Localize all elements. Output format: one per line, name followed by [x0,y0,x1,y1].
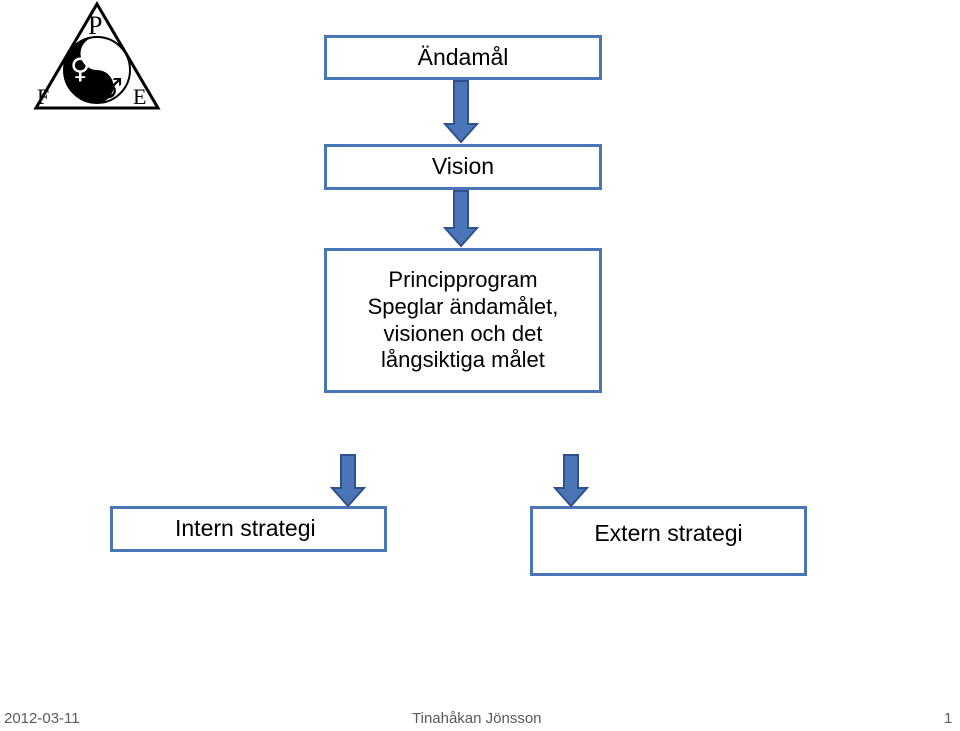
intern-strategy-box: Intern strategi [110,506,387,552]
program-line-2: Speglar ändamålet, [367,293,559,319]
logo-letter-f: F [37,84,49,109]
vision-box: Vision [324,144,602,190]
program-text: Principprogram Speglar ändamålet, vision… [368,267,559,374]
pfe-logo: P F E ♀ ♂ [33,1,161,110]
footer-page-number: 1 [944,710,953,727]
arrow-to-extern-icon [553,454,589,508]
logo-letter-p: P [88,11,102,40]
program-line-3: visionen och det [383,320,543,346]
arrow-vision-to-program-icon [443,190,479,248]
footer-date: 2012-03-11 [4,710,80,727]
program-line-1: Principprogram [388,266,538,292]
extern-strategy-label: Extern strategi [594,520,743,546]
extern-strategy-box: Extern strategi [530,506,807,576]
male-symbol-icon: ♂ [98,72,123,105]
vision-label: Vision [431,153,495,180]
arrow-to-intern-icon [330,454,366,508]
purpose-label: Ändamål [417,43,509,70]
intern-strategy-label: Intern strategi [175,515,316,542]
program-line-4: långsiktiga målet [381,347,545,373]
arrow-purpose-to-vision-icon [443,80,479,144]
female-symbol-icon: ♀ [70,52,91,85]
footer-author: Tinahåkan Jönsson [412,710,542,727]
program-box: Principprogram Speglar ändamålet, vision… [324,248,602,393]
logo-letter-e: E [133,84,146,109]
purpose-box: Ändamål [324,35,602,80]
